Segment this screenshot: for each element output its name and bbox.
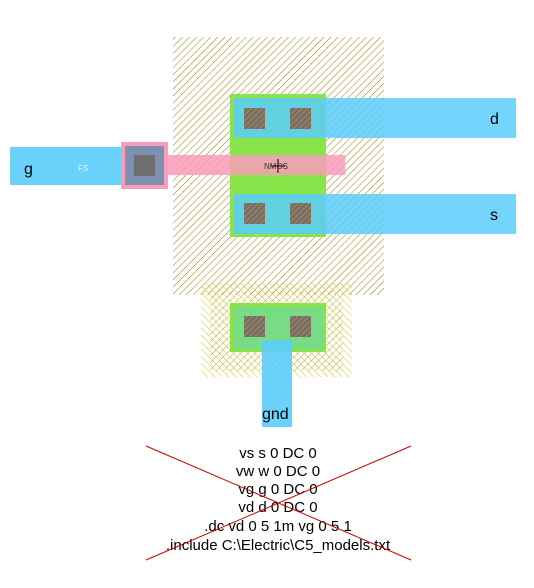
drain-contact-2-hatch [290,108,311,129]
spice-code-block[interactable]: vs s 0 DC 0 vw w 0 DC 0 vg g 0 DC 0 vd d… [166,445,391,554]
poly-tag: FS [78,164,88,173]
substrate-contact-2-hatch [290,316,311,337]
substrate-contact-1-hatch [244,316,265,337]
gate-contact[interactable] [134,155,155,176]
spice-line: .dc vd 0 5 1m vg 0 5 1 [204,518,352,535]
gnd-metal-wire[interactable] [262,340,292,427]
port-label-gnd[interactable]: gnd [262,406,289,423]
source-contact-1-hatch [244,203,265,224]
spice-line: vw w 0 DC 0 [236,463,320,480]
port-label-d[interactable]: d [490,111,499,128]
port-label-g[interactable]: g [24,161,33,178]
source-metal-wire[interactable] [234,194,516,234]
source-contact-2-hatch [290,203,311,224]
drain-metal-wire[interactable] [234,98,516,138]
poly-gate[interactable] [164,155,345,175]
spice-line: .include C:\Electric\C5_models.txt [166,537,391,554]
spice-line: vg g 0 DC 0 [238,481,317,498]
spice-line: vd d 0 DC 0 [238,499,317,516]
spice-strike-line-2 [145,445,412,561]
drain-contact-1-hatch [244,108,265,129]
spice-line: vs s 0 DC 0 [239,445,317,462]
port-label-s[interactable]: s [490,207,498,224]
transistor-tag: NMOS [264,162,288,171]
